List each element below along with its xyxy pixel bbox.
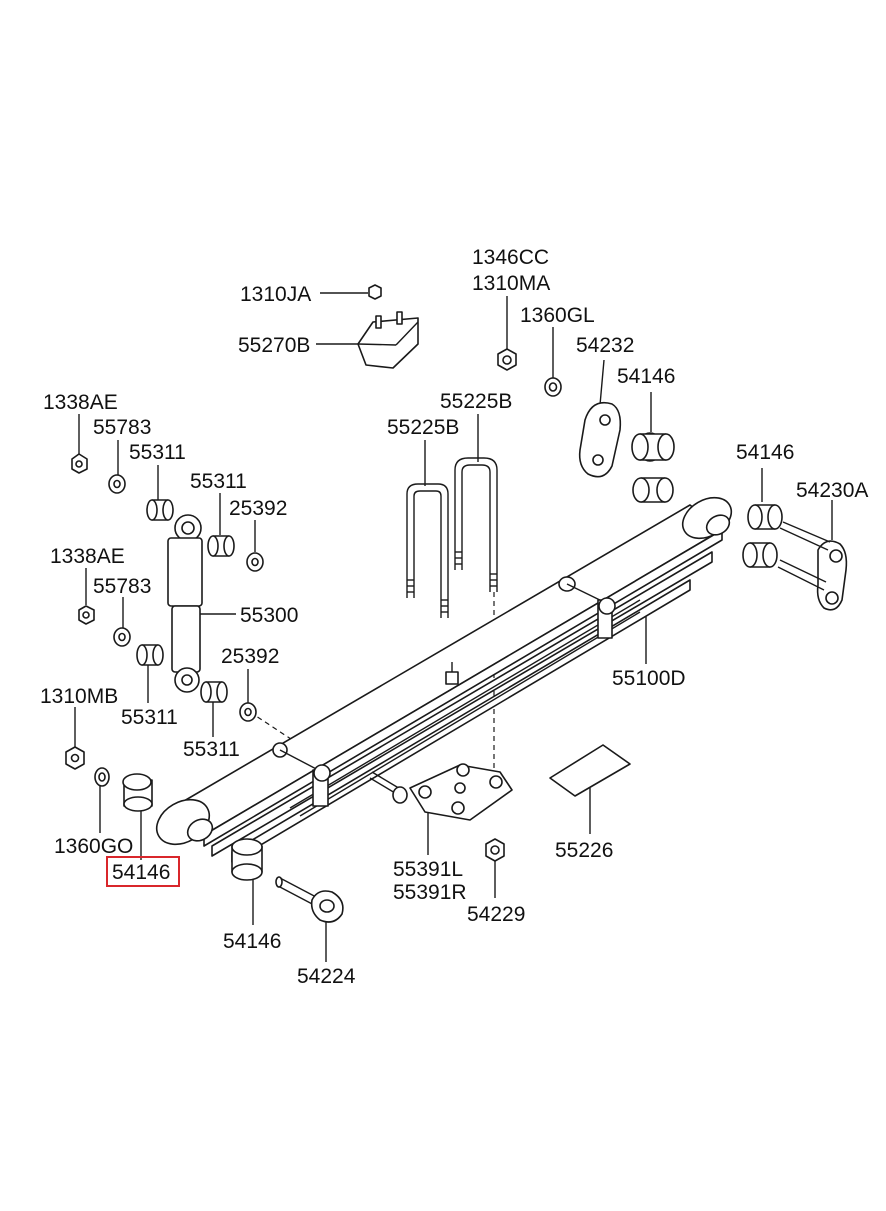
label-55226[interactable]: 55226 xyxy=(555,839,613,862)
label-55300[interactable]: 55300 xyxy=(240,604,298,627)
leader-lines xyxy=(74,292,833,962)
shackle-54230A xyxy=(777,521,848,611)
label-54146-highlighted[interactable]: 54146 xyxy=(112,861,170,884)
bushing-54146-top xyxy=(631,432,675,462)
label-54224[interactable]: 54224 xyxy=(297,965,356,988)
nut-1338AE-top xyxy=(71,453,88,474)
label-54232[interactable]: 54232 xyxy=(576,334,634,357)
spring-seat-55391 xyxy=(369,763,513,821)
label-1360GL[interactable]: 1360GL xyxy=(520,304,595,327)
nut-1346CC-1310MA xyxy=(497,348,517,371)
label-25392-bottom[interactable]: 25392 xyxy=(221,645,279,668)
label-55311-c[interactable]: 55311 xyxy=(121,706,178,729)
leaf-spring-55100D xyxy=(155,496,733,863)
bushing-55311-d xyxy=(200,681,228,703)
label-54229[interactable]: 54229 xyxy=(467,903,525,926)
u-bolt-55225B-rear xyxy=(454,457,498,592)
label-55270B[interactable]: 55270B xyxy=(238,334,310,357)
label-54146-bottom[interactable]: 54146 xyxy=(223,930,281,953)
label-55225B-rear[interactable]: 55225B xyxy=(440,390,512,413)
label-1346CC[interactable]: 1346CC xyxy=(472,246,549,269)
bushing-55311-a xyxy=(146,499,174,521)
label-55311-b[interactable]: 55311 xyxy=(190,470,247,493)
u-bolt-55225B-front xyxy=(406,483,449,618)
nut-1310JA xyxy=(368,284,382,300)
label-55311-d[interactable]: 55311 xyxy=(183,738,240,761)
label-54230A[interactable]: 54230A xyxy=(796,479,868,502)
label-1310MB[interactable]: 1310MB xyxy=(40,685,118,708)
label-1310JA[interactable]: 1310JA xyxy=(240,283,311,306)
bushing-55311-b xyxy=(207,535,235,557)
washer-1360GL xyxy=(544,377,562,397)
nut-1338AE-middle xyxy=(78,605,95,625)
label-1338AE-middle[interactable]: 1338AE xyxy=(50,545,125,568)
label-55783-middle[interactable]: 55783 xyxy=(93,575,151,598)
shock-absorber-55300 xyxy=(167,514,203,693)
label-54146-top[interactable]: 54146 xyxy=(617,365,675,388)
bushing-54146-mid xyxy=(632,477,674,503)
label-55391L[interactable]: 55391L xyxy=(393,858,463,881)
washer-55783-top xyxy=(108,474,126,494)
label-55311-a[interactable]: 55311 xyxy=(129,441,186,464)
label-54146-right[interactable]: 54146 xyxy=(736,441,794,464)
label-55783-top[interactable]: 55783 xyxy=(93,416,151,439)
nut-1310MB xyxy=(65,746,85,770)
bushing-54146-right xyxy=(742,504,783,568)
washer-55783-middle xyxy=(113,627,131,647)
bushing-54146-front xyxy=(122,773,153,812)
washer-25392-bottom xyxy=(239,702,257,722)
label-55225B-front[interactable]: 55225B xyxy=(387,416,459,439)
label-55391R[interactable]: 55391R xyxy=(393,881,467,904)
washer-25392-top xyxy=(246,552,264,572)
nut-54229 xyxy=(485,838,505,862)
label-55100D[interactable]: 55100D xyxy=(612,667,686,690)
highlight-box xyxy=(106,856,180,887)
pad-55226 xyxy=(549,744,631,797)
label-1310MA[interactable]: 1310MA xyxy=(472,272,550,295)
part-labels: 1310JA 55270B 1346CC 1310MA 1360GL 54232… xyxy=(40,246,868,988)
bushing-55311-c xyxy=(136,644,164,666)
label-25392-top[interactable]: 25392 xyxy=(229,497,287,520)
washer-1360GO xyxy=(94,767,110,787)
bump-stopper-55270B xyxy=(357,311,419,369)
label-1360GO[interactable]: 1360GO xyxy=(54,835,133,858)
shackle-plate-54232 xyxy=(578,401,622,478)
bushing-54146-bottom xyxy=(231,838,263,881)
pin-54224 xyxy=(275,876,344,923)
label-1338AE-top[interactable]: 1338AE xyxy=(43,391,118,414)
